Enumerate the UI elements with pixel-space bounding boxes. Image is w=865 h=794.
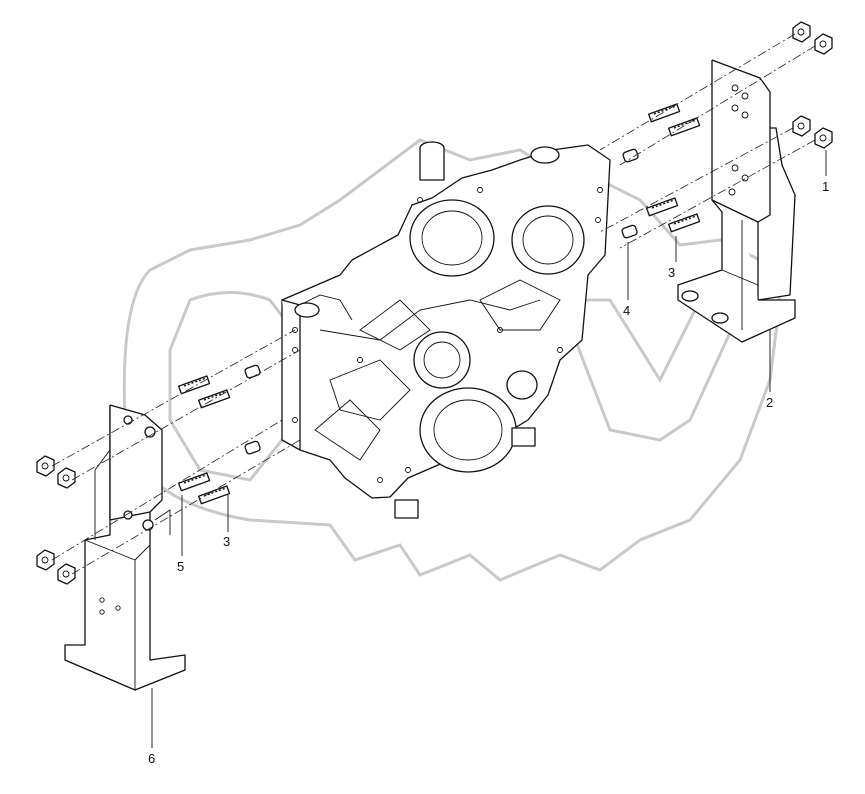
callout-6: 6 <box>148 751 155 766</box>
hex-nut <box>57 563 76 585</box>
stud <box>177 375 211 395</box>
hex-nut <box>57 467 76 489</box>
stud <box>667 117 701 137</box>
stud <box>667 213 701 233</box>
callout-3-lower: 3 <box>223 534 230 549</box>
stud <box>197 485 231 505</box>
stud <box>647 103 681 123</box>
hex-nut <box>36 455 55 477</box>
left-support-bracket <box>64 404 186 691</box>
hex-nut <box>814 33 833 55</box>
callout-labels: 1 2 3 4 3 5 6 <box>148 179 829 766</box>
callout-5: 5 <box>177 559 184 574</box>
callout-1: 1 <box>822 179 829 194</box>
hex-nut <box>792 115 811 137</box>
dowel-sleeves <box>244 148 639 455</box>
dowel <box>621 224 638 239</box>
stud <box>177 472 211 492</box>
callout-2: 2 <box>766 395 773 410</box>
callout-3-upper: 3 <box>668 265 675 280</box>
hex-nut <box>36 549 55 571</box>
hex-nut <box>792 21 811 43</box>
right-support-bracket <box>677 59 796 343</box>
callout-4: 4 <box>623 303 630 318</box>
dowel <box>244 440 261 455</box>
hex-nut <box>814 127 833 149</box>
stud <box>645 197 679 217</box>
hex-nuts <box>36 21 833 585</box>
dowel <box>244 364 261 379</box>
leader-lines <box>151 150 827 748</box>
front-cover-housing <box>281 141 611 519</box>
dowel <box>622 148 639 163</box>
assembly-center-lines <box>51 33 816 575</box>
